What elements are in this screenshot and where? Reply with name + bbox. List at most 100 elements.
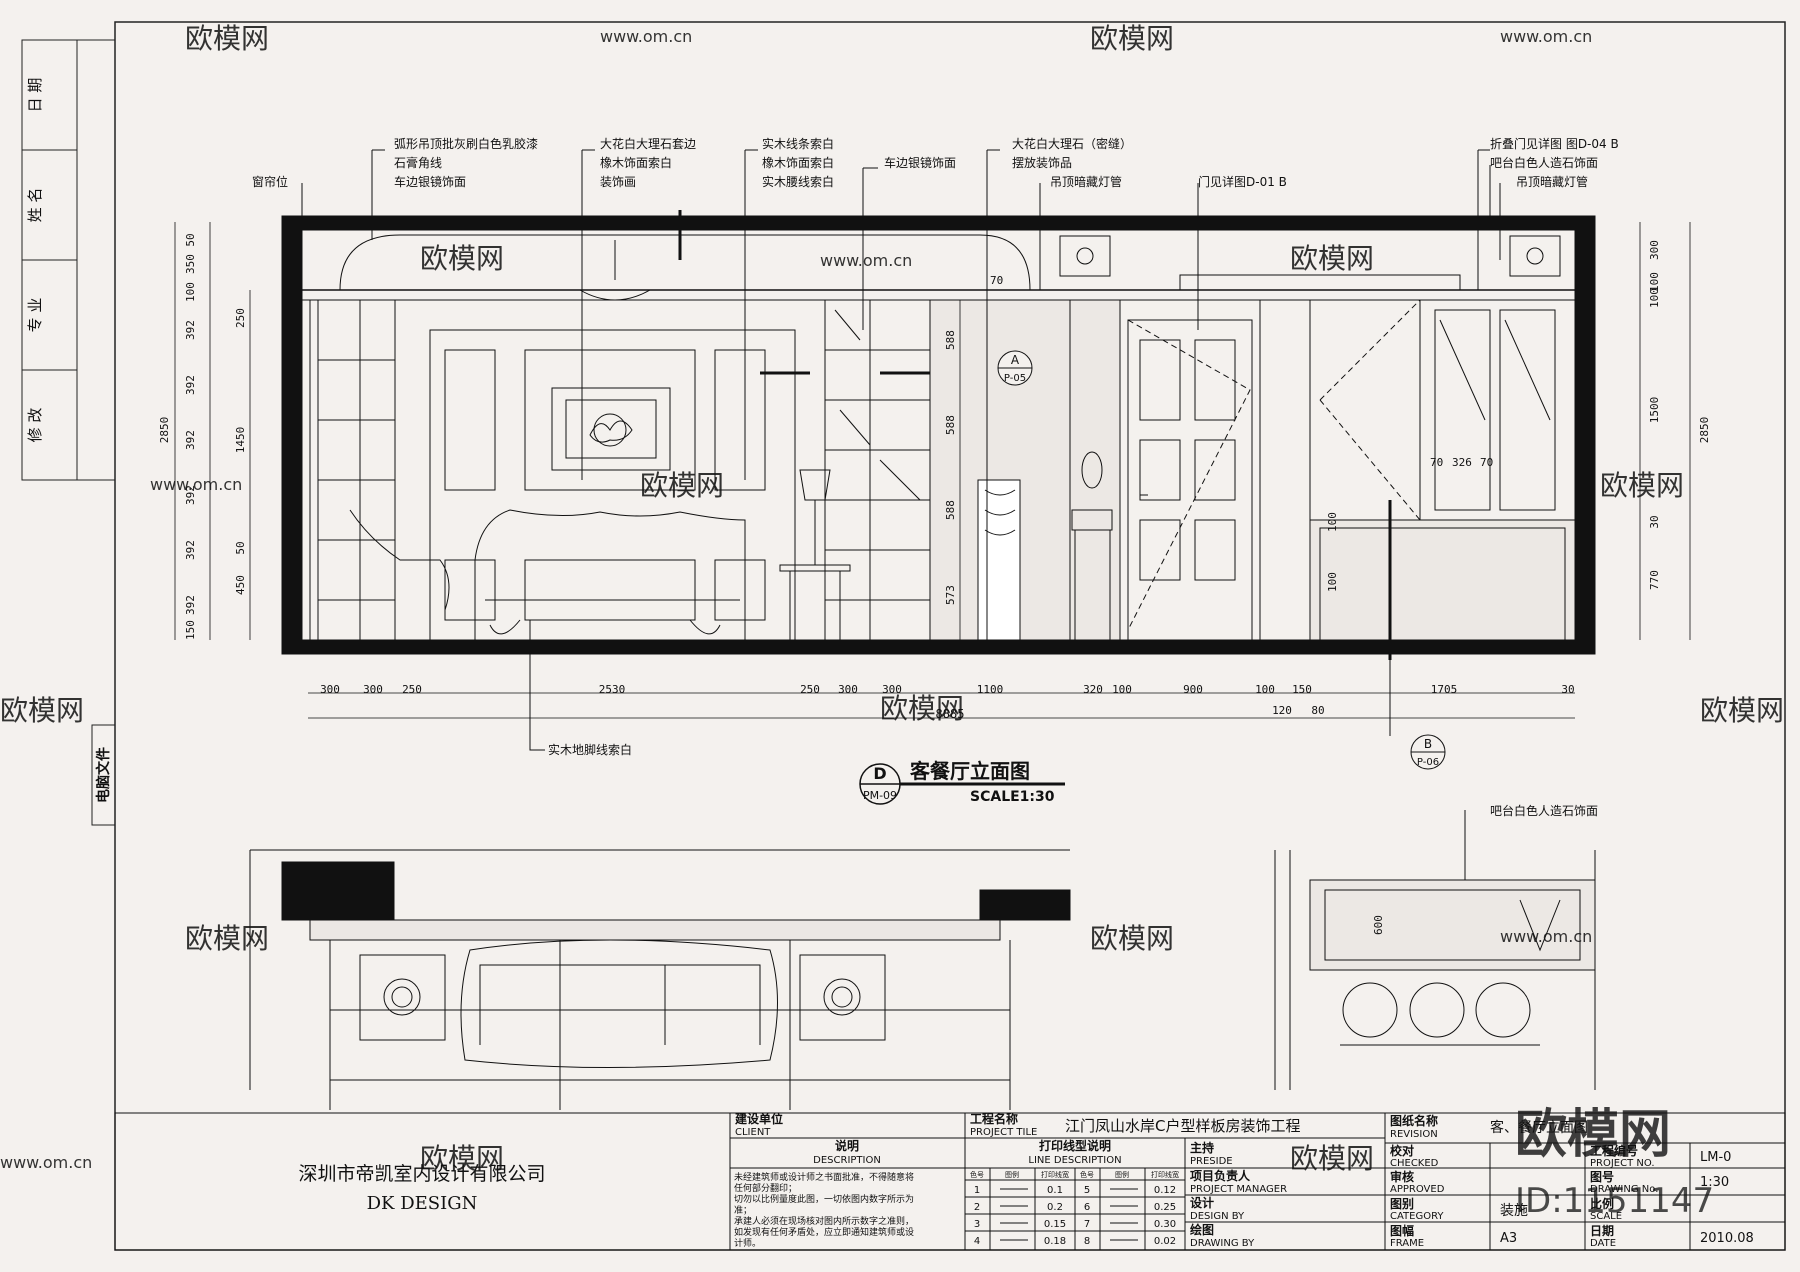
dimension-texts: 50 350 100 392 392 392 392 392 392 150 2… xyxy=(158,233,1711,721)
elevation-drawing xyxy=(281,215,1596,660)
bar-stool-2 xyxy=(1409,982,1465,1038)
line-row-2-c0: 3 xyxy=(974,1219,980,1230)
dim-right-4: 30 xyxy=(1648,515,1661,528)
dim-left-inner-2: 50 xyxy=(234,541,247,554)
watermark-brand-7: 欧模网 xyxy=(0,694,84,727)
line-row-1-c3: 0.25 xyxy=(1154,1202,1176,1213)
line-header-1: 图例 xyxy=(1005,1170,1019,1179)
leader-lines xyxy=(301,149,1501,915)
watermark-site-6: www.om.cn xyxy=(0,1153,92,1172)
dim-left-4: 392 xyxy=(184,375,197,395)
dim-mid-2: 588 xyxy=(944,500,957,520)
title-block xyxy=(114,1112,1786,1251)
dim-bottom-total: 8885 xyxy=(936,707,965,721)
top-annotations: 窗帘位 弧形吊顶批灰刷白色乳胶漆 石膏角线 车边银镜饰面 大花白大理石套边 橡木… xyxy=(252,136,1619,818)
dim-bottom-7: 1100 xyxy=(977,683,1004,696)
line-row-2-c2: 7 xyxy=(1084,1219,1090,1230)
line-header-2: 打印线宽 xyxy=(1041,1170,1069,1179)
dim-left-1: 350 xyxy=(184,254,197,274)
project-no-value: LM-0 xyxy=(1700,1150,1731,1165)
dim-left-6: 392 xyxy=(184,485,197,505)
note-line-2: 切勿以比例量度此图，一切依图内数字所示为 xyxy=(734,1193,914,1205)
category-label: 图别 xyxy=(1390,1197,1414,1211)
company-name-en: DK DESIGN xyxy=(367,1193,478,1214)
revision-label-name: 姓 名 xyxy=(26,188,44,223)
line-row-1-c1: 0.2 xyxy=(1047,1202,1063,1213)
watermark-brand-6: 欧模网 xyxy=(1600,469,1684,502)
watermark-brand-9: 欧模网 xyxy=(1700,694,1784,727)
frame-value: A3 xyxy=(1500,1231,1517,1246)
dim-right-total: 2850 xyxy=(1698,417,1711,444)
line-desc-label: 打印线型说明 xyxy=(1039,1138,1111,1153)
drawing-no-label: 图号 xyxy=(1590,1169,1614,1184)
watermark-site-3: www.om.cn xyxy=(820,251,912,270)
line-header-4: 图例 xyxy=(1115,1170,1129,1179)
line-row-3-c2: 8 xyxy=(1084,1236,1090,1247)
dim-door-top-0: 100 xyxy=(1326,512,1339,532)
watermark-brand-10: 欧模网 xyxy=(185,922,269,955)
dim-bottom-9: 100 xyxy=(1112,683,1132,696)
note-line-6: 计师。 xyxy=(734,1237,761,1249)
drawing-title-text: 客餐厅立面图 xyxy=(909,759,1030,783)
right-wall-section xyxy=(1574,215,1596,655)
scale-label-en: SCALE xyxy=(1590,1211,1622,1222)
dim-bottom-0: 300 xyxy=(320,683,340,696)
callout-a: A P-05 xyxy=(997,350,1033,386)
vase xyxy=(1081,451,1103,489)
dim-bottom-14: 30 xyxy=(1561,683,1574,696)
sofa-plan xyxy=(460,939,778,1068)
note-line-4: 承建人必须在现场核对图内所示数字之准则， xyxy=(734,1215,914,1227)
note-line-5: 如发现有任何矛盾处，应立即通知建筑师或设 xyxy=(734,1226,914,1238)
line-desc-label-en: LINE DESCRIPTION xyxy=(1028,1155,1121,1166)
dim-bottom-13: 1705 xyxy=(1431,683,1458,696)
annotation-12: 吊顶暗藏灯管 xyxy=(1050,174,1122,189)
annotation-11: 摆放装饰品 xyxy=(1012,155,1072,170)
client-label-en: CLIENT xyxy=(735,1127,771,1138)
date-value: 2010.08 xyxy=(1700,1231,1754,1246)
dim-door-top-1: 100 xyxy=(1326,572,1339,592)
dim-bottom-12: 150 xyxy=(1292,683,1312,696)
watermark-brand-5: 欧模网 xyxy=(640,469,724,502)
sofa xyxy=(349,469,851,640)
dim-left-inner-3: 450 xyxy=(234,575,247,595)
line-row-3-c0: 4 xyxy=(974,1236,980,1247)
revision-label-discipline: 专 业 xyxy=(26,298,44,333)
dim-mid-3: 573 xyxy=(944,585,957,605)
dim-bottom-extra-1: 80 xyxy=(1311,704,1324,717)
decorative-painting xyxy=(551,387,671,471)
dim-bottom-8: 320 xyxy=(1083,683,1103,696)
dim-bottom-2: 250 xyxy=(402,683,422,696)
dim-left-0: 50 xyxy=(184,233,197,246)
dim-bottom-4: 250 xyxy=(800,683,820,696)
dim-small-70: 70 xyxy=(990,274,1003,287)
watermark-site-1: www.om.cn xyxy=(600,27,692,46)
revision-column: 日 期 姓 名 专 业 修 改 电脑文件 xyxy=(21,39,116,826)
role-preside: 主持 xyxy=(1190,1140,1214,1155)
checked-label: 校对 xyxy=(1390,1143,1414,1158)
annotation-9: 车边银镜饰面 xyxy=(884,155,956,170)
line-row-2-c3: 0.30 xyxy=(1154,1219,1176,1230)
role-drawing-en: DRAWING BY xyxy=(1190,1238,1255,1249)
line-row-1-c2: 6 xyxy=(1084,1202,1090,1213)
watermark-big-logo: 欧模网 xyxy=(1515,1105,1671,1165)
date-label-en: DATE xyxy=(1590,1238,1616,1249)
dim-left-inner-1: 1450 xyxy=(234,427,247,454)
frame-label-en: FRAME xyxy=(1390,1238,1424,1249)
scale-value: 1:30 xyxy=(1700,1175,1729,1190)
line-row-3-c1: 0.18 xyxy=(1044,1236,1066,1247)
project-label-en: PROJECT TILE xyxy=(970,1127,1037,1138)
annotation-2: 车边银镜饰面 xyxy=(394,174,466,189)
dim-left-9: 150 xyxy=(184,620,197,640)
role-design: 设计 xyxy=(1190,1195,1214,1210)
annotation-7: 橡木饰面索白 xyxy=(762,155,834,170)
watermark-site-2: www.om.cn xyxy=(1500,27,1592,46)
line-row-0-c3: 0.12 xyxy=(1154,1185,1176,1196)
watermark-brand-12: 欧模网 xyxy=(420,1142,504,1175)
line-row-0-c0: 1 xyxy=(974,1185,980,1196)
dim-bottom-extra-0: 120 xyxy=(1272,704,1292,717)
line-row-0-c1: 0.1 xyxy=(1047,1185,1063,1196)
plan-wall-left xyxy=(281,861,395,921)
annotation-16: 吊顶暗藏灯管 xyxy=(1516,174,1588,189)
scale-label: 比例 xyxy=(1590,1196,1614,1211)
marble-wall xyxy=(929,299,1121,641)
